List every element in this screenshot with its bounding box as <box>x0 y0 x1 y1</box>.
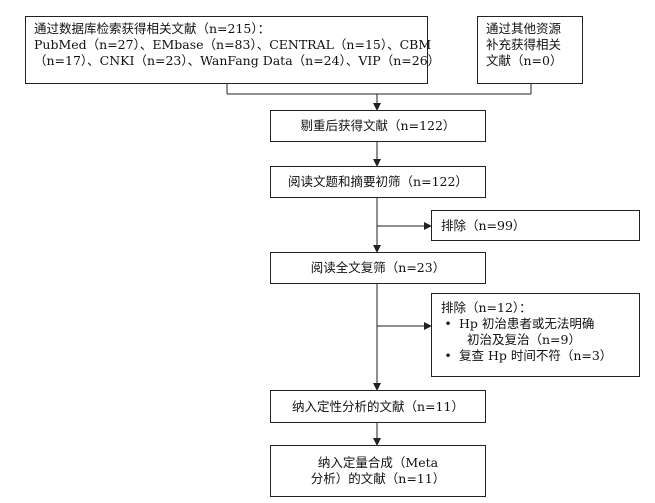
bullet-icon: • <box>444 316 452 331</box>
other-line-1: 通过其他资源 <box>486 21 562 36</box>
exclude-2-item-2: • 复查 Hp 时间不符（n=3） <box>441 348 630 364</box>
exclude-2-item-1-line-1: Hp 初治患者或无法明确 <box>458 316 595 331</box>
qualitative-box: 纳入定性分析的文献（n=11） <box>270 390 486 423</box>
title-abstract-text: 阅读文题和摘要初筛（n=122） <box>288 174 468 189</box>
other-sources-box: 通过其他资源 补充获得相关 文献（n=0） <box>477 16 583 84</box>
title-abstract-box: 阅读文题和摘要初筛（n=122） <box>270 166 486 198</box>
quantitative-line-1: 纳入定量合成（Meta <box>317 455 439 470</box>
other-line-2: 补充获得相关 <box>486 37 562 52</box>
exclude-2-box: 排除（n=12）： • Hp 初治患者或无法明确 初治及复治（n=9） • 复查… <box>431 293 640 377</box>
exclude-1-text: 排除（n=99） <box>441 217 526 233</box>
exclude-1-box: 排除（n=99） <box>431 210 640 241</box>
fulltext-box: 阅读全文复筛（n=23） <box>270 252 486 284</box>
database-line-2: PubMed（n=27）、EMbase（n=83）、CENTRAL（n=15）、… <box>34 37 432 52</box>
database-search-box: 通过数据库检索获得相关文献（n=215）： PubMed（n=27）、EMbas… <box>25 16 441 84</box>
quantitative-box: 纳入定量合成（Meta 分析）的文献（n=11） <box>270 445 486 497</box>
database-line-3: （n=17）、CNKI（n=23）、WanFang Data（n=24）、VIP… <box>34 53 441 68</box>
exclude-2-item-2-line-1: 复查 Hp 时间不符（n=3） <box>458 348 613 363</box>
exclude-2-title: 排除（n=12）： <box>441 300 532 315</box>
bullet-icon: • <box>444 348 452 363</box>
exclude-2-item-1: • Hp 初治患者或无法明确 <box>441 316 630 332</box>
fulltext-text: 阅读全文复筛（n=23） <box>310 260 446 275</box>
database-line-1: 通过数据库检索获得相关文献（n=215）： <box>34 21 271 36</box>
other-line-3: 文献（n=0） <box>486 53 563 68</box>
dedup-text: 剔重后获得文献（n=122） <box>300 118 456 133</box>
quantitative-line-2: 分析）的文献（n=11） <box>310 471 446 486</box>
qualitative-text: 纳入定性分析的文献（n=11） <box>292 398 464 414</box>
exclude-2-item-1-line-2: 初治及复治（n=9） <box>467 332 581 347</box>
dedup-box: 剔重后获得文献（n=122） <box>270 110 486 142</box>
